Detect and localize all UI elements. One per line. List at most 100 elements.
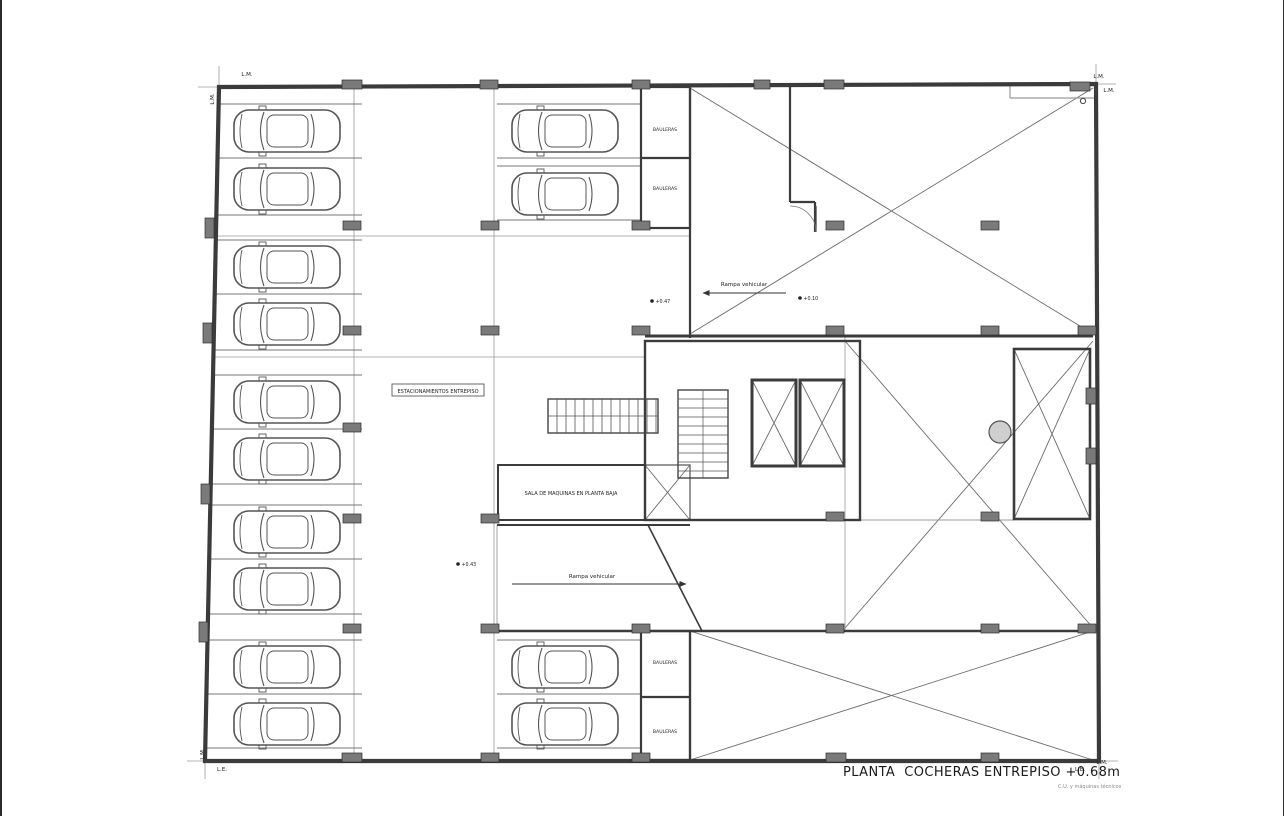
car: [511, 641, 619, 693]
void-x: [799, 379, 845, 467]
void-x: [644, 464, 691, 521]
label-box: [391, 383, 485, 397]
wall: [643, 339, 862, 522]
column: [631, 220, 651, 231]
column: [198, 621, 209, 643]
car: [233, 376, 341, 428]
door-swing-arc: [789, 205, 817, 233]
column: [631, 79, 651, 90]
perimeter-wall: [202, 81, 1102, 764]
column: [825, 220, 845, 231]
column: [342, 422, 362, 433]
column: [202, 322, 213, 344]
column: [342, 623, 362, 634]
lm-label: L.M.: [210, 93, 216, 105]
column: [480, 623, 500, 634]
void-x-regions: [644, 87, 1094, 761]
level-dot: [650, 299, 654, 303]
wall: [798, 378, 846, 468]
column: [1077, 623, 1097, 634]
column: [631, 623, 651, 634]
level-dot: [798, 296, 802, 300]
car: [233, 105, 341, 157]
car: [233, 298, 341, 350]
void-x: [1013, 348, 1091, 520]
column: [480, 220, 500, 231]
column: [825, 511, 845, 522]
plan-title: PLANTA COCHERAS ENTREPISO +0.68m: [843, 765, 1121, 780]
column: [631, 752, 651, 763]
le-label: L.E.: [217, 767, 227, 773]
column: [980, 752, 1000, 763]
column: [980, 220, 1000, 231]
column: [1069, 81, 1091, 92]
bauleras-label: BAULERAS: [653, 186, 677, 192]
bauleras-label: BAULERAS: [653, 729, 677, 735]
car: [233, 641, 341, 693]
column: [980, 511, 1000, 522]
le-label: L.E.: [1075, 767, 1085, 773]
car: [511, 168, 619, 220]
lm-label: L.M.: [241, 72, 253, 78]
column: [480, 325, 500, 336]
column: [204, 217, 215, 239]
lm-label: L.M.: [1093, 74, 1105, 80]
bauleras-label: BAULERAS: [653, 127, 677, 133]
car: [233, 563, 341, 615]
car: [233, 241, 341, 293]
lm-label: L.M.: [1096, 760, 1108, 766]
column: [825, 752, 847, 763]
column: [823, 79, 845, 90]
void-x: [689, 630, 1094, 761]
rampa-vehicular-label: Rampa vehicular: [721, 282, 768, 288]
column: [341, 752, 363, 763]
sheet-edge-left: [0, 0, 2, 816]
column: [980, 325, 1000, 336]
wall: [750, 378, 798, 468]
rampa-vehicular-label: Rampa vehicular: [569, 574, 616, 580]
parked-cars: [233, 105, 619, 750]
column: [980, 623, 1000, 634]
wall: [639, 629, 692, 762]
plan-footnote: C.U. y máquinas técnicos: [1058, 784, 1122, 790]
column: [825, 325, 845, 336]
column: [825, 623, 845, 634]
column: [1085, 447, 1097, 465]
stairs-and-elevator-core: [512, 97, 1087, 587]
column: [1085, 387, 1097, 405]
wall: [497, 464, 646, 521]
walls: [202, 81, 1102, 764]
wall-line: [647, 524, 703, 632]
circle-marker: [988, 420, 1012, 444]
structural-columns: [198, 79, 1097, 763]
column: [342, 220, 362, 231]
lm-label: L.M.: [200, 748, 206, 760]
void-x: [751, 379, 797, 467]
estacionamientos-label: ESTACIONAMIENTOS ENTREPISO: [397, 389, 478, 395]
circle-marker: [1079, 97, 1087, 105]
column: [342, 513, 362, 524]
column: [631, 325, 651, 336]
wall: [1012, 347, 1092, 521]
column: [342, 325, 362, 336]
level-dot: [456, 562, 460, 566]
lm-label: L.M.: [1103, 88, 1115, 94]
level-marker: +0.43: [462, 562, 477, 568]
level-marker: +0.10: [804, 296, 819, 302]
column: [479, 79, 499, 90]
sheet-edge-right: [1282, 0, 1284, 816]
car: [233, 698, 341, 750]
car: [233, 163, 341, 215]
car: [511, 105, 619, 157]
bauleras-label: BAULERAS: [653, 660, 677, 666]
column: [480, 752, 500, 763]
column: [341, 79, 363, 90]
car: [233, 433, 341, 485]
car: [511, 698, 619, 750]
column: [200, 483, 211, 505]
level-marker: +0.47: [656, 299, 671, 305]
car: [233, 506, 341, 558]
void-x: [844, 340, 1094, 629]
